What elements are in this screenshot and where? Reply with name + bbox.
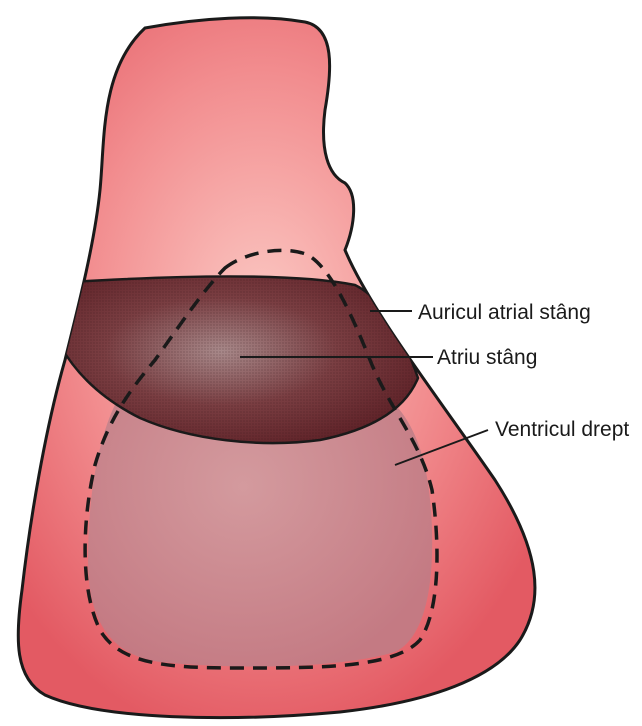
label-ventricul-drept: Ventricul drept [495, 418, 629, 441]
label-atriu-stang: Atriu stâng [437, 346, 537, 369]
label-auricul-atrial-stang: Auricul atrial stâng [418, 301, 591, 324]
